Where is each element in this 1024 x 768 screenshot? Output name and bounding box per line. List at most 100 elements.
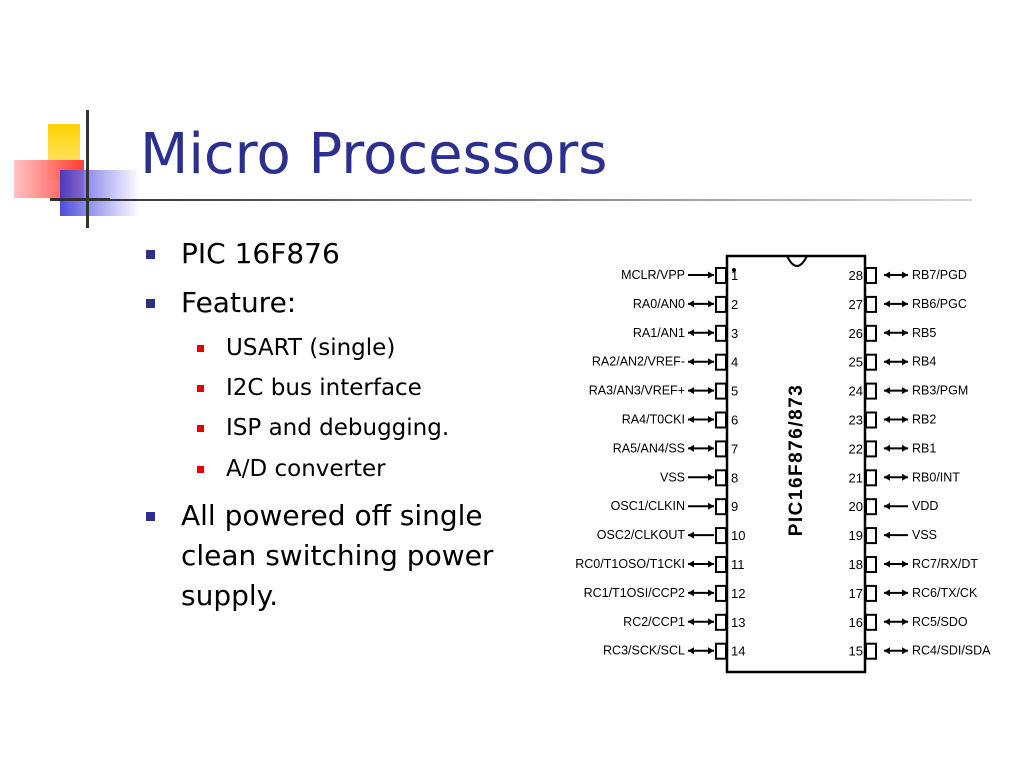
- pin-label: RA4/T0CKI: [622, 413, 685, 427]
- pin-label: RC4/SDI/SDA: [912, 644, 991, 658]
- pin-number: 1: [731, 268, 738, 283]
- pin-number: 10: [731, 528, 745, 543]
- pin-label: RB6/PGC: [912, 297, 967, 311]
- pin-pad: [715, 498, 727, 516]
- pin-number: 20: [849, 499, 863, 514]
- pin-left: RA3/AN3/VREF+ 5: [589, 382, 738, 400]
- pin-number: 13: [731, 615, 745, 630]
- pin-label: RC2/CCP1: [623, 615, 685, 629]
- page-title: Micro Processors: [140, 122, 608, 187]
- pin-pad: [715, 527, 727, 545]
- pin-pad: [715, 267, 727, 284]
- pin-number: 28: [849, 268, 863, 283]
- pin-left: VSS 8: [660, 469, 738, 487]
- chip-notch: [786, 255, 808, 267]
- pin-number: 21: [849, 470, 863, 485]
- pin-label: RB4: [912, 355, 936, 369]
- sub-bullet-text: I2C bus interface: [226, 375, 422, 401]
- pin-right: RB3/PGM 24: [849, 382, 968, 400]
- pin-label: RA5/AN4/SS: [613, 441, 685, 455]
- bullet-item: PIC 16F876: [146, 234, 340, 274]
- pin-pad: [715, 382, 727, 400]
- pin-left: OSC1/CLKIN 9: [611, 498, 738, 516]
- pin-left: OSC2/CLKOUT 10: [597, 527, 745, 545]
- pin-pad: [865, 411, 877, 429]
- pin-label: RB0/INT: [912, 470, 960, 484]
- pin-number: 2: [731, 297, 738, 312]
- pin-pad: [715, 353, 727, 371]
- bullet-text: PIC 16F876: [181, 237, 340, 270]
- pin-pad: [865, 382, 877, 400]
- pin-number: 16: [849, 615, 863, 630]
- pin-right: RC5/SDO 16: [849, 613, 968, 631]
- pin-label: VDD: [912, 499, 938, 513]
- pin-left: RC2/CCP1 13: [623, 613, 745, 631]
- pin-pad: [865, 613, 877, 631]
- pin-number: 19: [849, 528, 863, 543]
- chip-body: [725, 254, 867, 674]
- pin-label: OSC1/CLKIN: [611, 499, 685, 513]
- pin-pad: [715, 469, 727, 487]
- bullet-text: clean switching power: [181, 539, 494, 572]
- pin-left: RC0/T1OSO/T1CKI 11: [575, 556, 745, 573]
- pin-pad: [715, 295, 727, 313]
- pin-right: VDD 20: [849, 498, 938, 516]
- pin-pad: [865, 556, 877, 573]
- pin-number: 9: [731, 499, 738, 514]
- pin-number: 5: [731, 384, 738, 399]
- pin-label: RC5/SDO: [912, 615, 968, 629]
- pin-label: VSS: [912, 528, 937, 542]
- sub-bullet-item: USART (single): [196, 332, 396, 364]
- pin-number: 3: [731, 326, 738, 341]
- pin-label: RB2: [912, 413, 936, 427]
- pin-label: RC0/T1OSO/T1CKI: [575, 557, 685, 571]
- pin-label: RA0/AN0: [633, 297, 685, 311]
- pin-pad: [865, 469, 877, 487]
- pin-label: OSC2/CLKOUT: [597, 528, 686, 542]
- pin-number: 8: [731, 470, 738, 485]
- pin-pad: [715, 556, 727, 573]
- pin-number: 27: [849, 297, 863, 312]
- pin-number: 25: [849, 355, 863, 370]
- pin-number: 17: [849, 586, 863, 601]
- pin-pad: [715, 642, 727, 660]
- pin-label: RB7/PGD: [912, 268, 967, 282]
- pin-number: 11: [731, 557, 745, 572]
- bullet-item: Feature:: [145, 283, 296, 323]
- pin-pad: [865, 295, 877, 313]
- pin-number: 15: [849, 644, 863, 659]
- pin-label: RB3/PGM: [912, 384, 968, 398]
- pin-number: 22: [849, 441, 863, 456]
- sub-bullet-text: ISP and debugging.: [226, 415, 450, 441]
- sub-bullet-text: USART (single): [226, 335, 396, 361]
- pin-pad: [865, 353, 877, 371]
- pin-right: VSS 19: [849, 527, 937, 545]
- pin-left: RA0/AN0 2: [633, 295, 738, 313]
- pin-label: RA3/AN3/VREF+: [589, 384, 685, 398]
- pin-number: 4: [731, 355, 738, 370]
- pin-number: 18: [849, 557, 863, 572]
- pin-right: RB6/PGC 27: [849, 295, 967, 313]
- title-divider: [52, 199, 972, 201]
- bullet-item: All powered off single clean switching p…: [145, 496, 494, 616]
- pin-number: 14: [731, 644, 745, 659]
- pin-label: VSS: [660, 470, 685, 484]
- chip-name: PIC16F876/873: [786, 384, 807, 537]
- sub-bullet-text: A/D converter: [226, 456, 386, 482]
- pin-pad: [865, 642, 877, 660]
- pin-number: 24: [849, 384, 863, 399]
- pin-pad: [865, 324, 877, 342]
- pin-label: RC1/T1OSI/CCP2: [584, 586, 685, 600]
- pin-pad: [865, 440, 877, 458]
- pin-pad: [715, 613, 727, 631]
